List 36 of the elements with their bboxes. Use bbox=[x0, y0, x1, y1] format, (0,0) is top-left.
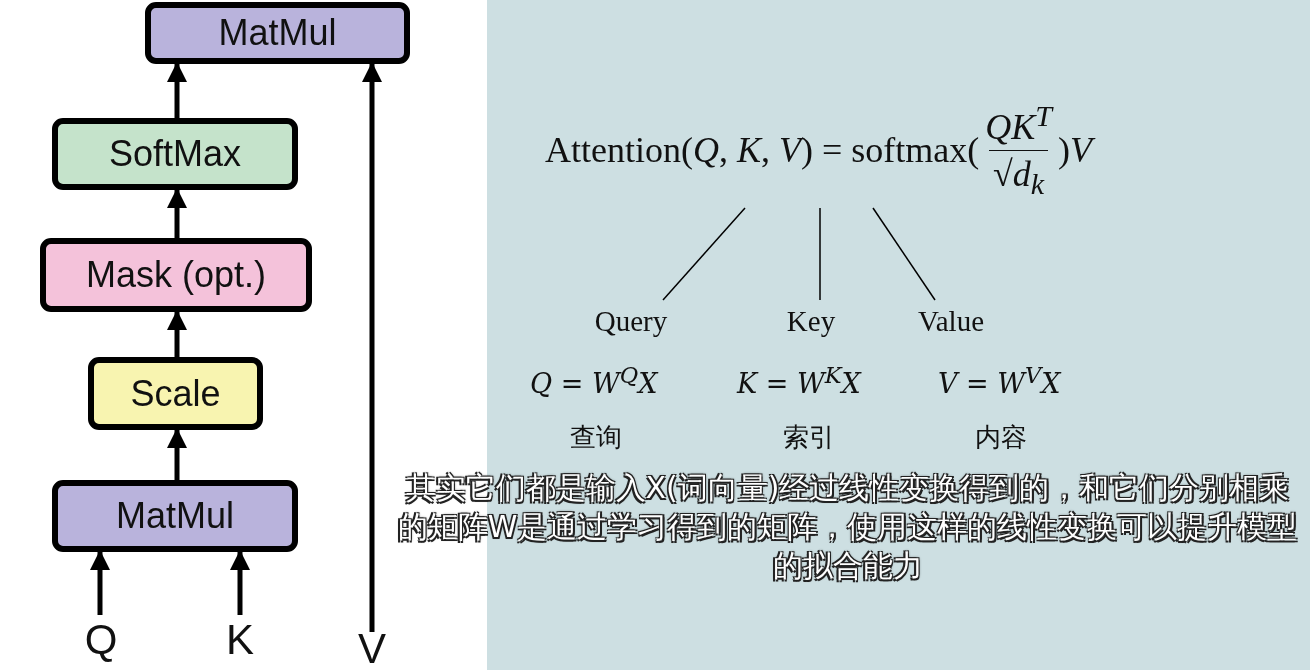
term-label: Query bbox=[586, 300, 676, 342]
term-note: 索引 bbox=[783, 421, 835, 454]
subtitle-caption: 其实它们都是输入X(词向量)经过线性变换得到的，和它们分别相乘的矩阵W是通过学习得到的矩阵，使用这样的线性变换可以提升模型的拟合能力 bbox=[396, 469, 1299, 585]
process-box bbox=[88, 357, 263, 430]
process-box bbox=[40, 238, 312, 312]
box-label: SoftMax bbox=[108, 133, 241, 175]
box-label: Scale bbox=[130, 372, 221, 415]
box-label: MatMul bbox=[116, 495, 234, 537]
fraction-numerator: QK$^{T}$ bbox=[984, 98, 1055, 149]
leader-line bbox=[819, 207, 821, 301]
arrow bbox=[167, 428, 187, 480]
term-note: 内容 bbox=[975, 421, 1027, 454]
arrow bbox=[167, 62, 187, 118]
input-label: Q bbox=[80, 615, 122, 665]
leader-line bbox=[872, 207, 936, 301]
arrow bbox=[90, 550, 110, 615]
equation: K = W$^{K}$X bbox=[737, 362, 861, 399]
arrow bbox=[167, 188, 187, 238]
term-note: 查询 bbox=[570, 421, 622, 454]
box-label: Mask (opt.) bbox=[85, 254, 266, 296]
term-label: Key bbox=[780, 300, 842, 342]
leader-line bbox=[662, 207, 746, 301]
equation: Q = W$^{Q}$X bbox=[530, 362, 658, 399]
equation: V = W$^{V}$X bbox=[938, 362, 1061, 399]
formula-text: Attention(Q, K, V) = softmax( bbox=[545, 129, 980, 171]
input-label: V bbox=[351, 632, 393, 666]
box-label: MatMul bbox=[218, 12, 337, 54]
input-label: K bbox=[219, 615, 261, 665]
arrow bbox=[230, 550, 250, 615]
process-box bbox=[52, 480, 298, 552]
process-box bbox=[145, 2, 410, 64]
arrow bbox=[362, 62, 382, 632]
fraction-denominator: √d$_{k}$ bbox=[989, 149, 1049, 202]
process-box bbox=[52, 118, 298, 190]
arrow bbox=[167, 310, 187, 357]
term-label: Value bbox=[908, 300, 994, 342]
